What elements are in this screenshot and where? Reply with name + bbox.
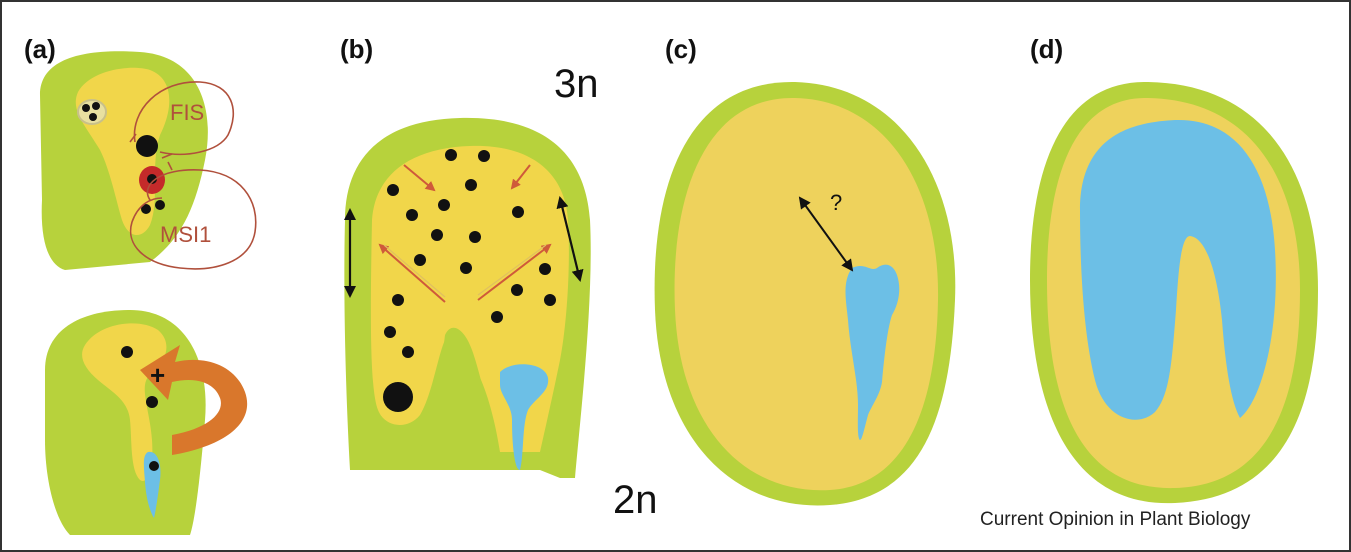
panel-label-a: (a) (24, 34, 56, 64)
panel-label-b: (b) (340, 34, 373, 64)
panel-label-c: (c) (665, 34, 697, 64)
panel-a-bottom-ovule: + (45, 310, 247, 535)
msi1-label: MSI1 (160, 222, 211, 247)
panel-label-d: (d) (1030, 34, 1063, 64)
panel-d-seed (1030, 82, 1318, 503)
ploidy-2n-label: 2n (613, 478, 658, 522)
panel-b-seed (344, 118, 590, 478)
chalazal-nucleus (383, 382, 413, 412)
central-cell-nucleus (136, 135, 158, 157)
plus-sign: + (150, 360, 165, 390)
panel-c-seed: ? (655, 82, 956, 505)
ploidy-3n-label: 3n (554, 62, 599, 106)
credit-text: Current Opinion in Plant Biology (980, 509, 1251, 530)
panel-a-top-ovule: FIS MSI1 (40, 51, 256, 270)
question-mark: ? (830, 190, 842, 215)
fis-label: FIS (170, 100, 204, 125)
